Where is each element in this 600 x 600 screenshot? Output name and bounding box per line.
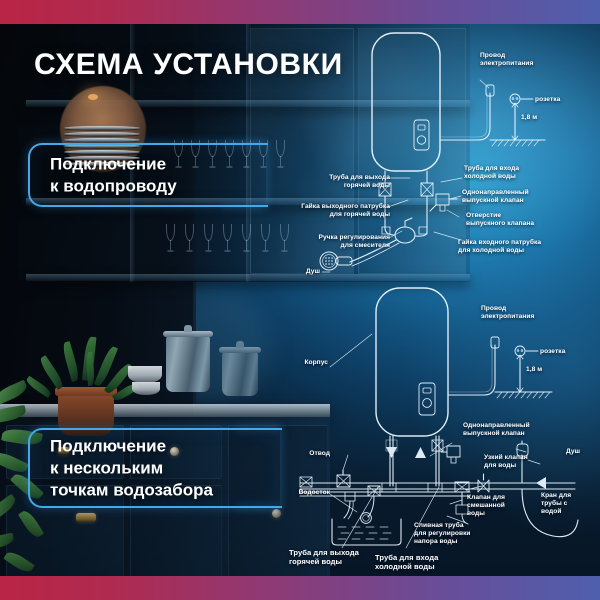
- bowl-stack: [128, 366, 162, 383]
- shelf-board-2: [26, 198, 470, 205]
- label-mixer-control-handle: Ручка регулирования для смесителя: [318, 234, 390, 250]
- top-gradient-bar: [0, 0, 600, 24]
- countertop: [0, 404, 330, 417]
- wine-glass: [261, 224, 270, 254]
- plate: [64, 126, 140, 130]
- cabinet-handle: [76, 513, 96, 522]
- label-water-pipe-tap: Кран для трубы с водой: [541, 492, 572, 516]
- label-narrow-water-valve: Узкий клапан для воды: [484, 454, 528, 470]
- wine-glass: [204, 224, 213, 254]
- wine-glass: [242, 224, 251, 254]
- label-socket: розетка: [535, 96, 561, 103]
- label-cold-water-inlet-pipe: Труба для входа холодной воды: [464, 165, 520, 181]
- label-hot-outlet-nut: Гайка выходного патрубка для горячей вод…: [301, 203, 390, 219]
- ceiling-spot-light: [88, 94, 98, 100]
- plate: [64, 132, 140, 136]
- label-cold-inlet-nut: Гайка входного патрубка для холодной вод…: [458, 239, 542, 255]
- callout-multi-point-text: Подключение к нескольким точкам водозабо…: [50, 436, 213, 499]
- label-relief-valve-opening: Отверстие выпускного клапана: [466, 212, 535, 228]
- wine-glass: [225, 140, 234, 170]
- cabinet-knob: [272, 509, 281, 518]
- callout-frame: [28, 143, 268, 207]
- plate: [64, 144, 140, 148]
- shelf-board-1: [26, 100, 470, 107]
- callout-frame: [28, 428, 282, 508]
- cabinet-knob: [170, 447, 179, 456]
- label-one-way-relief-valve: Однонаправленный выпускной клапан: [462, 189, 529, 205]
- label-mixed-water-valve: Клапан для смешанной воды: [467, 494, 506, 518]
- shelf-board-3: [26, 274, 470, 281]
- label-shower: Душ: [305, 268, 320, 275]
- cabinet-handle: [58, 447, 69, 454]
- wine-glass: [276, 140, 285, 170]
- wine-glass: [166, 224, 175, 254]
- bowl-stack: [132, 382, 160, 395]
- label-branch-outlet: Отвод: [309, 450, 330, 457]
- bottom-gradient-bar: [0, 576, 600, 600]
- plate: [64, 150, 140, 154]
- label-socket-height: 1,8 м: [521, 114, 538, 121]
- label-hot-water-outlet-pipe: Труба для выхода горячей воды: [329, 174, 390, 190]
- cooking-pot-large: [163, 325, 213, 392]
- cooking-pot-small: [219, 341, 261, 396]
- label-shower-2: Душ: [566, 448, 581, 455]
- wine-glass: [223, 224, 232, 254]
- wine-glass: [174, 140, 183, 170]
- callout-water-supply: Подключение к водопроводу: [28, 143, 268, 207]
- label-cold-water-inlet-pipe-2: Труба для входа холодной воды: [375, 553, 439, 572]
- wine-glass: [208, 140, 217, 170]
- label-drain: Водосток: [298, 489, 330, 496]
- plate: [64, 162, 140, 166]
- plate-stack: [60, 86, 146, 172]
- wine-glass: [185, 224, 194, 254]
- label-drain-regulation-pipe: Сливная труба для регулировки напора вод…: [414, 522, 471, 546]
- label-socket-2: розетка: [540, 348, 566, 355]
- label-socket-height-2: 1,8 м: [526, 366, 543, 373]
- label-body: Корпус: [304, 359, 328, 366]
- page-title: СХЕМА УСТАНОВКИ: [34, 48, 343, 81]
- wine-glass: [242, 140, 251, 170]
- label-power-cord-2: Провод электропитания: [481, 305, 535, 321]
- label-hot-water-outlet-pipe-2: Труба для выхода горячей воды: [289, 548, 359, 567]
- wine-glass: [191, 140, 200, 170]
- label-power-cord: Провод электропитания: [480, 52, 534, 68]
- plate: [64, 138, 140, 142]
- plate: [64, 156, 140, 160]
- wine-glass: [280, 224, 289, 254]
- callout-water-supply-text: Подключение к водопроводу: [50, 154, 177, 195]
- lower-cabinets: [0, 417, 330, 600]
- callout-multi-point: Подключение к нескольким точкам водозабо…: [28, 428, 282, 508]
- label-one-way-relief-valve-2: Однонаправленный выпускной клапан: [463, 422, 530, 438]
